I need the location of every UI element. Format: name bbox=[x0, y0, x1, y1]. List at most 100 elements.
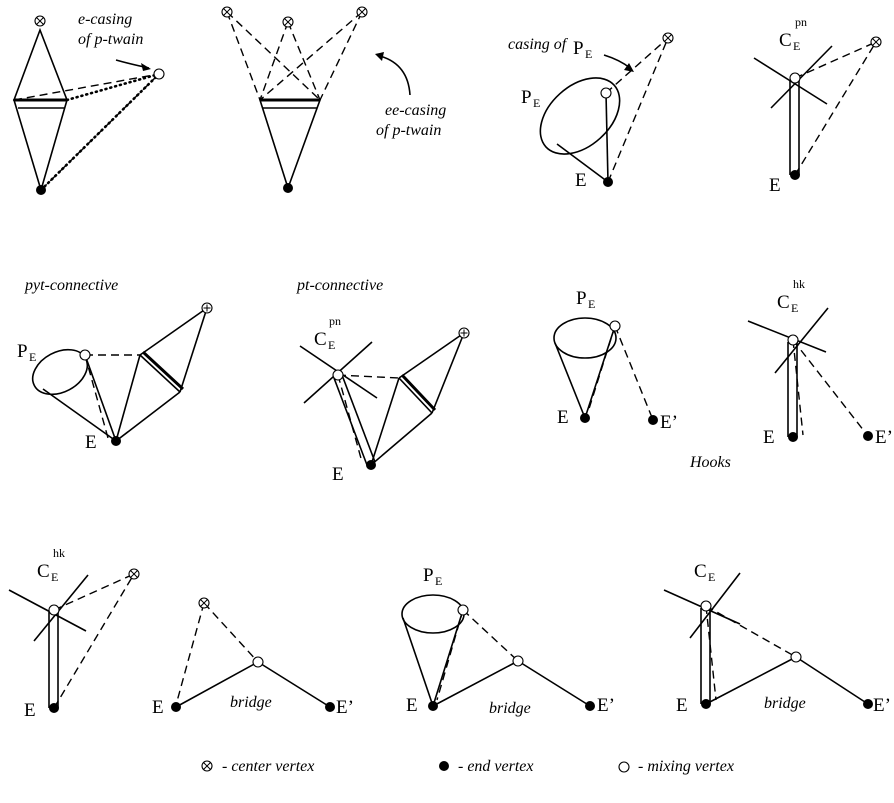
fig-pyt-connective: pyt-connective P E E bbox=[17, 277, 213, 453]
fig-casing-of-pe: casing of P E P E E bbox=[508, 32, 674, 191]
mixing-vertex-icon bbox=[618, 761, 630, 773]
fig-bridge-center: E E’ bridge bbox=[152, 597, 354, 718]
e-prime-label: E’ bbox=[875, 427, 893, 448]
p-subscript: E bbox=[585, 47, 592, 61]
center-vertex-icon bbox=[201, 760, 213, 772]
end-vertex-icon bbox=[325, 702, 335, 712]
p-subscript: E bbox=[29, 350, 36, 364]
fig-hook-pe: P E E E’ bbox=[553, 288, 678, 433]
legend-end-text: - end vertex bbox=[458, 758, 534, 775]
center-vertex-icon bbox=[198, 597, 210, 609]
end-vertex-icon bbox=[790, 170, 800, 180]
bridge-label: bridge bbox=[489, 700, 531, 717]
c-label: C bbox=[694, 561, 707, 582]
p-label: P bbox=[576, 288, 587, 309]
e-casing-label-2: of p-twain bbox=[78, 31, 143, 48]
mixing-vertex-icon bbox=[512, 655, 524, 667]
fig-bridge-pe: P E E E’ bridge bbox=[401, 565, 615, 717]
e-label: E bbox=[763, 427, 775, 448]
end-vertex-icon bbox=[585, 701, 595, 711]
mixing-vertex-icon bbox=[600, 87, 612, 99]
legend-center-text: - center vertex bbox=[222, 758, 314, 775]
mixing-vertex-icon bbox=[609, 320, 621, 332]
e-casing-label: e-casing bbox=[78, 11, 132, 28]
end-vertex-icon bbox=[788, 432, 798, 442]
e-label: E bbox=[676, 695, 688, 716]
e-label: E bbox=[557, 407, 569, 428]
e-label: E bbox=[769, 175, 781, 196]
end-vertex-icon bbox=[111, 436, 121, 446]
ee-casing-label: ee-casing bbox=[385, 102, 446, 119]
c-subscript: E bbox=[328, 338, 335, 352]
end-vertex-icon bbox=[366, 460, 376, 470]
end-vertex-icon bbox=[439, 761, 449, 771]
center-vertex-icon bbox=[282, 16, 294, 28]
plus-vertex-icon bbox=[201, 302, 213, 314]
end-vertex-icon bbox=[580, 413, 590, 423]
end-vertex-icon bbox=[648, 415, 658, 425]
c-superscript: hk bbox=[793, 277, 805, 291]
c-subscript: E bbox=[793, 39, 800, 53]
center-vertex-icon bbox=[128, 568, 140, 580]
end-vertex-icon bbox=[863, 699, 873, 709]
end-vertex-icon bbox=[36, 185, 46, 195]
c-subscript: E bbox=[791, 301, 798, 315]
fig-e-casing: e-casing of p-twain bbox=[12, 11, 165, 195]
e-label: E bbox=[24, 700, 36, 721]
mixing-vertex-icon bbox=[332, 369, 344, 381]
pyt-connective-label: pyt-connective bbox=[24, 277, 118, 294]
mixing-vertex-icon bbox=[79, 349, 91, 361]
end-vertex-icon bbox=[701, 699, 711, 709]
e-prime-label: E’ bbox=[597, 695, 615, 716]
e-label: E bbox=[152, 697, 164, 718]
c-label: C bbox=[779, 30, 792, 51]
hooks-label: Hooks bbox=[689, 454, 731, 471]
c-label: C bbox=[37, 561, 50, 582]
fig-chk-center: C E hk E bbox=[8, 546, 140, 721]
c-label: C bbox=[777, 292, 790, 313]
e-label: E bbox=[406, 695, 418, 716]
c-label: C bbox=[314, 329, 327, 350]
p-subscript: E bbox=[588, 297, 595, 311]
c-subscript: E bbox=[51, 570, 58, 584]
pt-connective-label: pt-connective bbox=[296, 277, 383, 294]
ee-casing-label-2: of p-twain bbox=[376, 122, 441, 139]
end-vertex-icon bbox=[283, 183, 293, 193]
p-label: P bbox=[423, 565, 434, 586]
c-subscript: E bbox=[708, 570, 715, 584]
end-vertex-icon bbox=[171, 702, 181, 712]
end-vertex-icon bbox=[863, 431, 873, 441]
e-prime-label: E’ bbox=[873, 695, 891, 716]
center-vertex-icon bbox=[221, 6, 233, 18]
center-vertex-icon bbox=[662, 32, 674, 44]
mixing-vertex-icon bbox=[789, 72, 801, 84]
end-vertex-icon bbox=[603, 177, 613, 187]
mixing-vertex-icon bbox=[153, 68, 165, 80]
mixing-vertex-icon bbox=[790, 651, 802, 663]
center-vertex-icon bbox=[356, 6, 368, 18]
p-subscript: E bbox=[435, 574, 442, 588]
fig-casing-of-cpn: C E pn E bbox=[753, 15, 882, 196]
legend: - center vertex - end vertex - mixing ve… bbox=[201, 758, 734, 775]
center-vertex-icon bbox=[870, 36, 882, 48]
p-label: P bbox=[573, 38, 584, 59]
bridge-label: bridge bbox=[230, 694, 272, 711]
e-prime-label: E’ bbox=[336, 697, 354, 718]
fig-pt-connective: pt-connective C E pn E bbox=[296, 277, 470, 485]
c-superscript: pn bbox=[795, 15, 807, 29]
c-superscript: hk bbox=[53, 546, 65, 560]
p-subscript: E bbox=[533, 96, 540, 110]
center-vertex-icon bbox=[34, 15, 46, 27]
fig-hook-chk: C E hk E E’ Hooks bbox=[689, 277, 893, 471]
bridge-label: bridge bbox=[764, 695, 806, 712]
e-prime-label: E’ bbox=[660, 412, 678, 433]
fig-ee-casing: ee-casing of p-twain bbox=[221, 6, 446, 193]
e-label: E bbox=[85, 432, 97, 453]
end-vertex-icon bbox=[49, 703, 59, 713]
fig-bridge-ce: C E E E’ bridge bbox=[663, 561, 891, 716]
mixing-vertex-icon bbox=[48, 604, 60, 616]
p-label: P bbox=[521, 87, 532, 108]
end-vertex-icon bbox=[428, 701, 438, 711]
legend-mixing-text: - mixing vertex bbox=[638, 758, 734, 775]
